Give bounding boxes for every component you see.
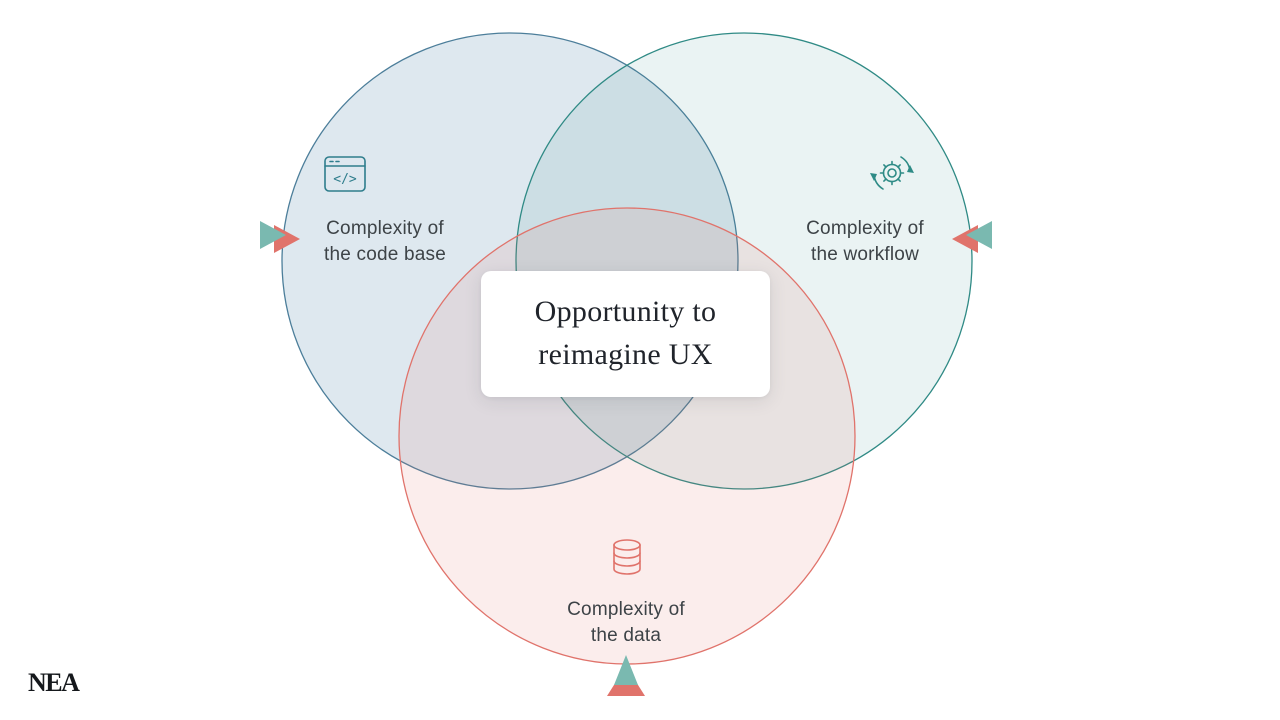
arrow-marker-right-icon (950, 215, 994, 259)
label-code-base: Complexity of the code base (324, 218, 446, 266)
gear-cycle-icon (870, 151, 914, 195)
svg-text:</>: </> (333, 172, 357, 187)
arrow-marker-bottom-icon (604, 654, 648, 698)
arrow-marker-left-icon (258, 215, 302, 259)
cycle-arrowhead (870, 173, 877, 181)
cycle-arrowhead (907, 165, 914, 173)
database-icon (605, 536, 649, 580)
label-data: Complexity of the data (567, 599, 685, 647)
label-workflow: Complexity of the workflow (806, 218, 924, 266)
nea-logo: NEA (28, 668, 80, 697)
center-callout: Opportunity to reimagine UX (481, 271, 770, 397)
code-window-icon: </> (323, 152, 367, 196)
